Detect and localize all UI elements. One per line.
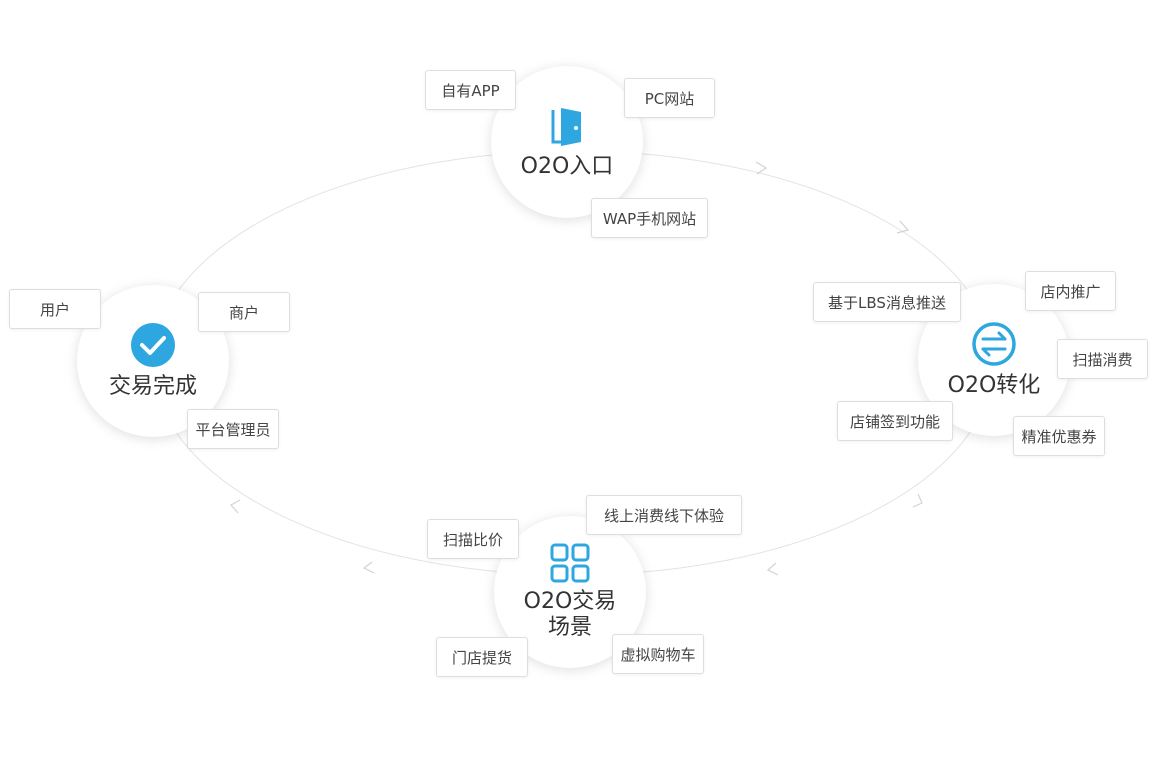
tag-checkin: 店铺签到功能: [837, 401, 953, 441]
exchange-arrows-icon: [972, 322, 1016, 366]
tag-wap-site: WAP手机网站: [591, 198, 708, 238]
tag-merchant: 商户: [198, 292, 290, 332]
tag-pc-site: PC网站: [624, 78, 715, 118]
check-circle-icon: [131, 323, 175, 367]
hub-o2o-scene: O2O交易 场景: [494, 516, 646, 668]
tag-store-promo: 店内推广: [1025, 271, 1116, 311]
tag-virtual-cart: 虚拟购物车: [612, 634, 704, 674]
tag-scan-consume: 扫描消费: [1057, 339, 1148, 379]
tag-coupon: 精准优惠券: [1013, 416, 1105, 456]
arrow-chevron: [755, 161, 768, 175]
tag-store-pickup: 门店提货: [436, 637, 528, 677]
door-icon: [551, 108, 581, 146]
tag-admin: 平台管理员: [187, 409, 279, 449]
arrow-chevron: [766, 562, 779, 576]
hub-title: O2O转化: [947, 373, 1041, 398]
arrow-chevron: [896, 220, 910, 234]
hub-title: O2O交易 场景: [524, 589, 617, 641]
grid-icon: [550, 543, 590, 583]
hub-o2o-entry: O2O入口: [491, 66, 643, 218]
hub-title-line: O2O交易: [523, 589, 617, 614]
hub-title: O2O入口: [520, 154, 614, 179]
tag-user: 用户: [9, 289, 101, 329]
tag-lbs-push: 基于LBS消息推送: [813, 282, 961, 322]
hub-title-line: 场景: [547, 615, 592, 640]
arrow-chevron: [230, 499, 241, 514]
tag-scan-compare: 扫描比价: [427, 519, 519, 559]
arrow-chevron: [362, 561, 375, 574]
hub-title: 交易完成: [108, 374, 197, 399]
tag-online-offline: 线上消费线下体验: [586, 495, 742, 535]
arrow-chevron: [912, 493, 923, 508]
tag-own-app: 自有APP: [425, 70, 516, 110]
